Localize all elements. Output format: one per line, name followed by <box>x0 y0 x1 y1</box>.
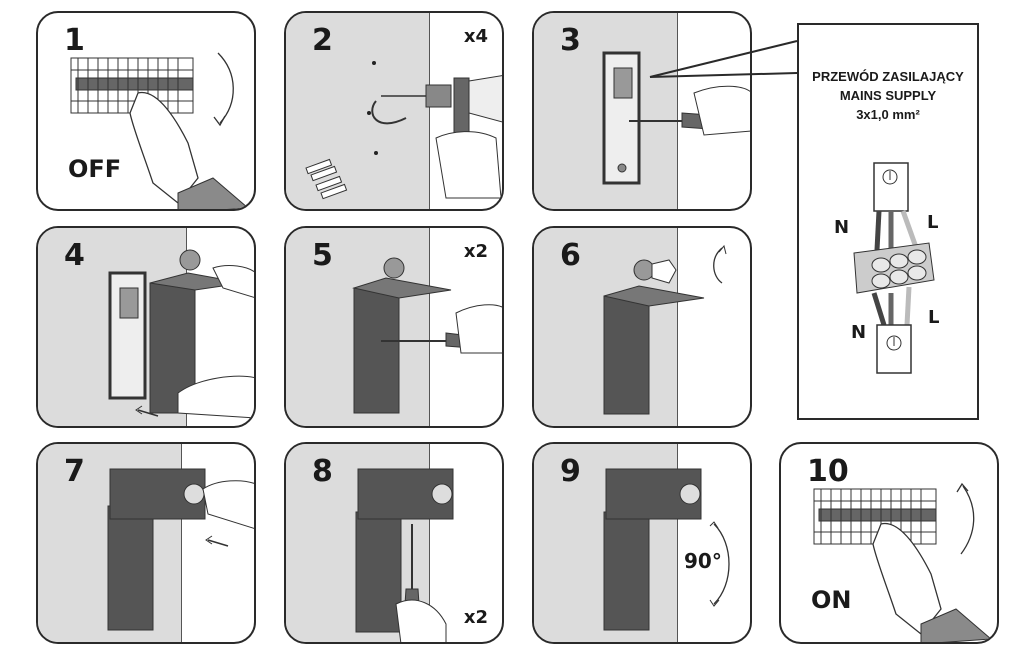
neutral-label-top: N <box>834 217 850 238</box>
step-5-panel: 5 x2 <box>284 226 504 428</box>
step-7-panel: 7 <box>36 442 256 644</box>
step-2-panel: 2 x4 <box>284 11 504 211</box>
step-number: 6 <box>560 238 581 273</box>
live-label-bottom: L <box>928 307 940 328</box>
insert-bulb-illustration <box>603 244 727 415</box>
quantity-label: x2 <box>463 607 488 628</box>
step-number: 7 <box>64 454 85 489</box>
step-6-panel: 6 <box>532 226 752 428</box>
step-number: 9 <box>560 454 581 489</box>
step-number: 3 <box>560 23 581 58</box>
mains-supply-callout: PRZEWÓD ZASILAJĄCY MAINS SUPPLY 3x1,0 mm… <box>797 23 979 420</box>
neutral-label-bottom: N <box>851 322 867 343</box>
polish-label: PRZEWÓD ZASILAJĄCY <box>812 69 964 84</box>
rotate-lamp-head-illustration <box>603 468 730 631</box>
english-label: MAINS SUPPLY <box>839 88 937 103</box>
callout-title: PRZEWÓD ZASILAJĄCY MAINS SUPPLY 3x1,0 mm… <box>799 67 977 124</box>
step-8-panel: 8 x2 <box>284 442 504 644</box>
attach-lamp-head-illustration <box>107 468 254 631</box>
attach-housing-illustration <box>108 249 254 419</box>
step-number: 5 <box>312 238 333 273</box>
step-number: 2 <box>312 23 333 58</box>
step-4-panel: 4 <box>36 226 256 428</box>
step-10-panel: 10 ON <box>779 442 999 644</box>
quantity-label: x2 <box>463 241 488 262</box>
wall-surface <box>286 13 430 209</box>
mounting-plate-wiring-illustration <box>602 51 750 185</box>
secure-lamp-head-illustration <box>355 468 454 642</box>
drilling-illustration <box>305 61 502 200</box>
off-label: OFF <box>68 155 122 183</box>
breaker-switch-off-illustration <box>70 52 250 209</box>
screw-housing-illustration <box>352 257 502 414</box>
step-number: 10 <box>807 454 849 489</box>
quantity-label: x4 <box>463 26 488 47</box>
step-number: 8 <box>312 454 333 489</box>
step-1-panel: 1 OFF <box>36 11 256 211</box>
breaker-switch-on-illustration <box>813 482 993 642</box>
cable-spec: 3x1,0 mm² <box>856 107 920 122</box>
step-9-panel: 9 90° <box>532 442 752 644</box>
step-3-panel: 3 <box>532 11 752 211</box>
step-number: 1 <box>64 23 85 58</box>
rotation-angle-label: 90° <box>684 549 722 573</box>
step-number: 4 <box>64 238 85 273</box>
live-label-top: L <box>927 212 939 233</box>
terminal-block-illustration <box>853 162 935 374</box>
on-label: ON <box>811 586 852 614</box>
